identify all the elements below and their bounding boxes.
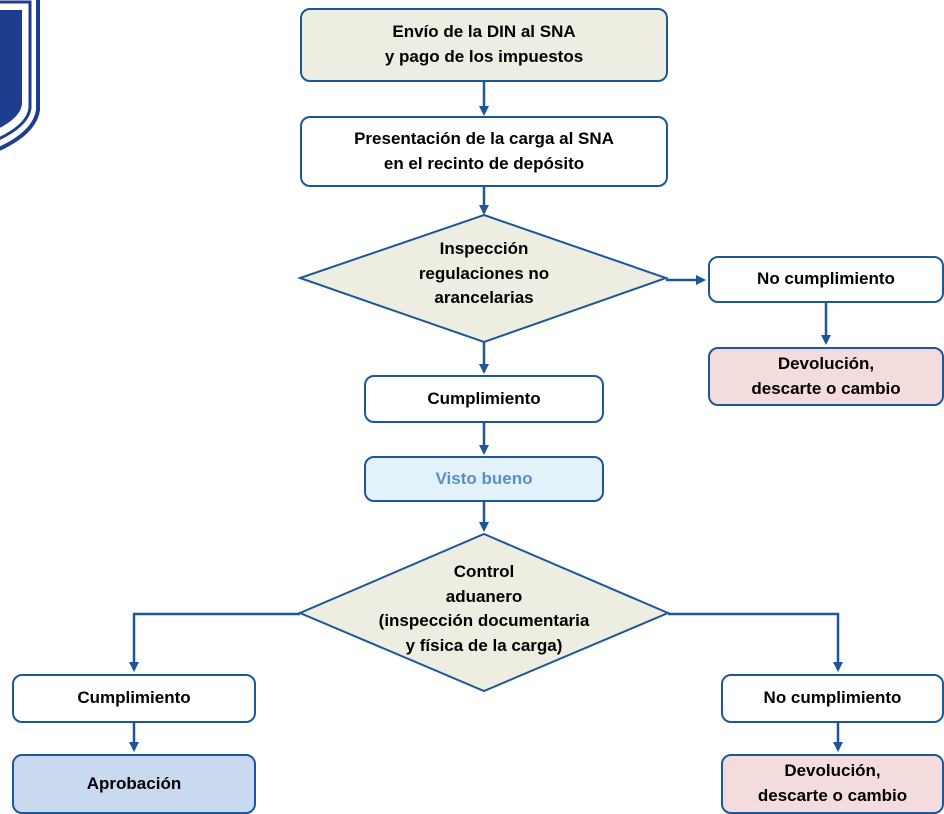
cumplimiento-node-1: Cumplimiento [364, 375, 604, 423]
control-decision-label: Control aduanero (inspección documentari… [378, 562, 590, 655]
visto-bueno-node: Visto bueno [364, 456, 604, 502]
control-decision-diamond [297, 532, 671, 693]
arrow-control-cumplimiento [129, 612, 300, 672]
inspeccion-decision-label: Inspección regulaciones no arancelarias [418, 239, 550, 308]
logo-shield-icon [0, 0, 40, 151]
cumplimiento-node-2: Cumplimiento [12, 674, 256, 723]
devolucion-node-2: Devolución, descarte o cambio [721, 754, 944, 814]
inspeccion-decision-diamond [296, 213, 670, 344]
devolucion-node-1: Devolución, descarte o cambio [708, 347, 944, 406]
no-cumplimiento-node-2: No cumplimiento [721, 674, 944, 723]
envio-din-node: Envío de la DIN al SNA y pago de los imp… [300, 8, 668, 82]
presentacion-carga-node: Presentación de la carga al SNA en el re… [300, 116, 668, 187]
no-cumplimiento-node-1: No cumplimiento [708, 256, 944, 303]
arrow-control-no-cumplimiento [668, 612, 843, 672]
aprobacion-node: Aprobación [12, 754, 256, 814]
